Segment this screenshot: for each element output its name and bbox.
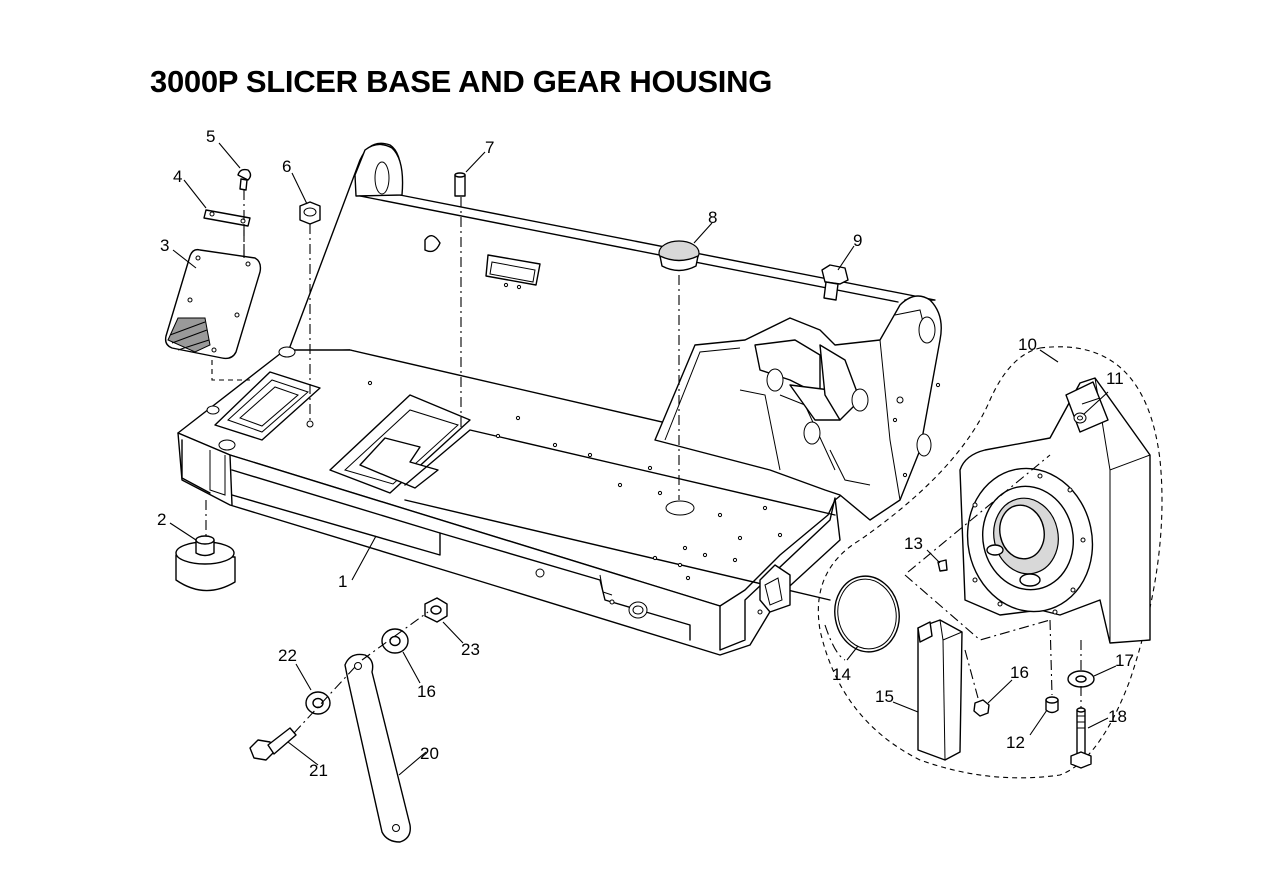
callout-labels: 1 2 3 4 5 6 7 8 9 10 11 12 13 14 15 16 1… — [157, 127, 1134, 780]
callout-18: 18 — [1108, 707, 1127, 726]
callout-16-link: 16 — [417, 682, 436, 701]
bracket-plate — [203, 209, 251, 227]
assembly-centerlines — [205, 190, 1082, 734]
callout-20: 20 — [420, 744, 439, 763]
callout-7: 7 — [485, 138, 494, 157]
callout-11: 11 — [1106, 369, 1124, 388]
callout-21: 21 — [309, 761, 328, 780]
callout-17: 17 — [1115, 651, 1134, 670]
cover-plate — [164, 248, 262, 360]
callout-22: 22 — [278, 646, 297, 665]
callout-16-gear: 16 — [1010, 663, 1029, 682]
bolt-21 — [249, 727, 297, 761]
callout-5: 5 — [206, 127, 215, 146]
oring-14 — [834, 575, 900, 653]
pin-7 — [454, 172, 466, 197]
spacer-12 — [1045, 696, 1059, 714]
callout-14: 14 — [832, 665, 851, 684]
callout-leaders — [169, 142, 1117, 776]
callout-10: 10 — [1018, 335, 1037, 354]
callout-4: 4 — [173, 167, 182, 186]
plug-8 — [658, 240, 700, 272]
nut-23 — [424, 597, 448, 623]
nut-6 — [299, 201, 321, 225]
foot-2 — [175, 535, 236, 592]
washer-16a — [381, 628, 409, 654]
page-title: 3000P SLICER BASE AND GEAR HOUSING — [150, 64, 773, 99]
callout-6: 6 — [282, 157, 291, 176]
link-arm — [344, 653, 411, 843]
bolt-9 — [821, 264, 849, 301]
washer-17 — [1067, 670, 1095, 688]
gear-housing-boundary — [817, 346, 1163, 779]
callout-12: 12 — [1006, 733, 1025, 752]
callout-2: 2 — [157, 510, 166, 529]
washer-22 — [305, 691, 331, 715]
callout-15: 15 — [875, 687, 894, 706]
callout-23: 23 — [461, 640, 480, 659]
bolt-18 — [1070, 707, 1092, 769]
screw-16b — [973, 699, 990, 717]
callout-9: 9 — [853, 231, 862, 250]
callout-3: 3 — [160, 236, 169, 255]
key-15 — [917, 619, 963, 761]
callout-13: 13 — [904, 534, 923, 553]
callout-1: 1 — [338, 572, 347, 591]
base-frame — [177, 142, 942, 656]
gear-housing — [959, 377, 1151, 644]
callout-8: 8 — [708, 208, 717, 227]
screw-5 — [237, 168, 252, 191]
